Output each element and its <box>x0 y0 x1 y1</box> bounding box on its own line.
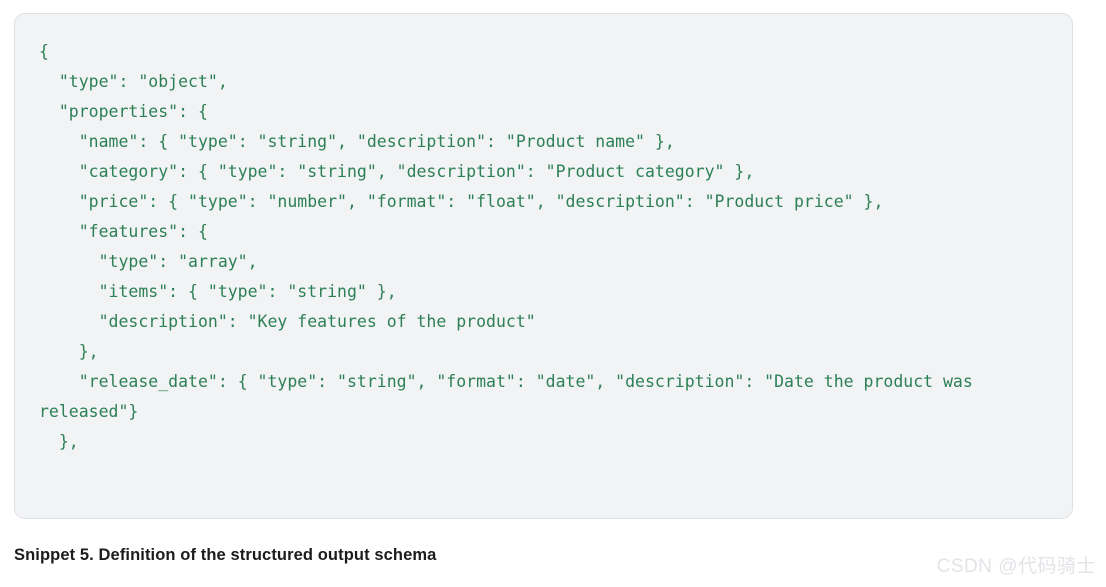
code-block-inner: { "type": "object", "properties": { "nam… <box>15 14 1072 477</box>
csdn-watermark: CSDN @代码骑士 <box>936 556 1096 577</box>
json-schema-code[interactable]: { "type": "object", "properties": { "nam… <box>39 42 973 451</box>
code-block: { "type": "object", "properties": { "nam… <box>14 13 1073 519</box>
figure-caption: Snippet 5. Definition of the structured … <box>14 546 437 564</box>
